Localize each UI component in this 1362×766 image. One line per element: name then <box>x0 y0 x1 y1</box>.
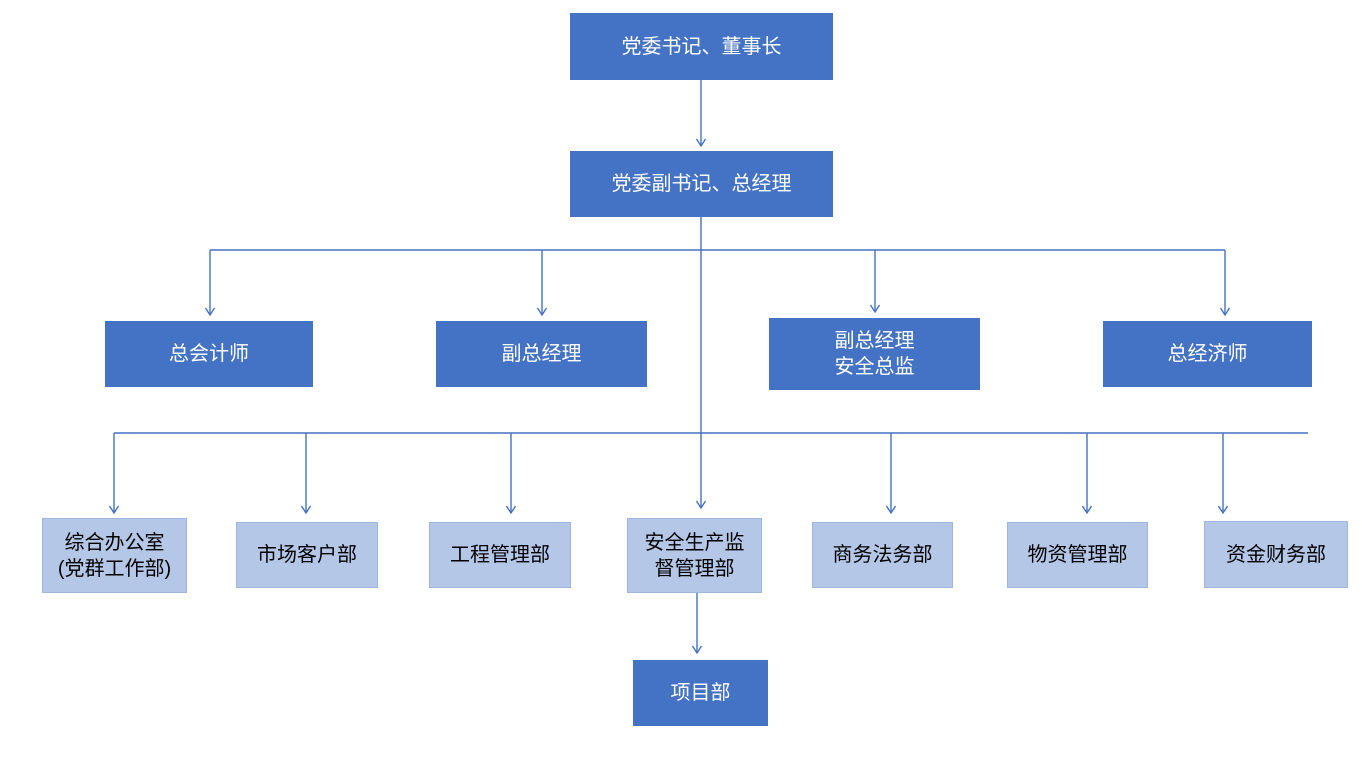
org-node-finance-dept: 资金财务部 <box>1204 521 1348 588</box>
org-node-deputy-secretary-general-manager: 党委副书记、总经理 <box>570 151 833 217</box>
org-node-chief-accountant: 总会计师 <box>105 321 313 387</box>
org-node-deputy-general-manager: 副总经理 <box>436 321 647 387</box>
org-node-market-client-dept: 市场客户部 <box>236 522 378 588</box>
org-node-chief-economist: 总经济师 <box>1103 321 1312 387</box>
org-node-engineering-mgmt-dept: 工程管理部 <box>429 522 571 588</box>
org-node-materials-mgmt-dept: 物资管理部 <box>1007 522 1148 588</box>
org-node-deputy-gm-safety-director: 副总经理 安全总监 <box>769 318 980 390</box>
org-node-project-dept: 项目部 <box>633 660 768 726</box>
org-node-general-office: 综合办公室 (党群工作部) <box>42 518 187 593</box>
org-node-party-secretary-chairman: 党委书记、董事长 <box>570 13 833 80</box>
org-node-safety-supervision-dept: 安全生产监 督管理部 <box>627 518 762 593</box>
org-node-commerce-legal-dept: 商务法务部 <box>812 522 953 588</box>
